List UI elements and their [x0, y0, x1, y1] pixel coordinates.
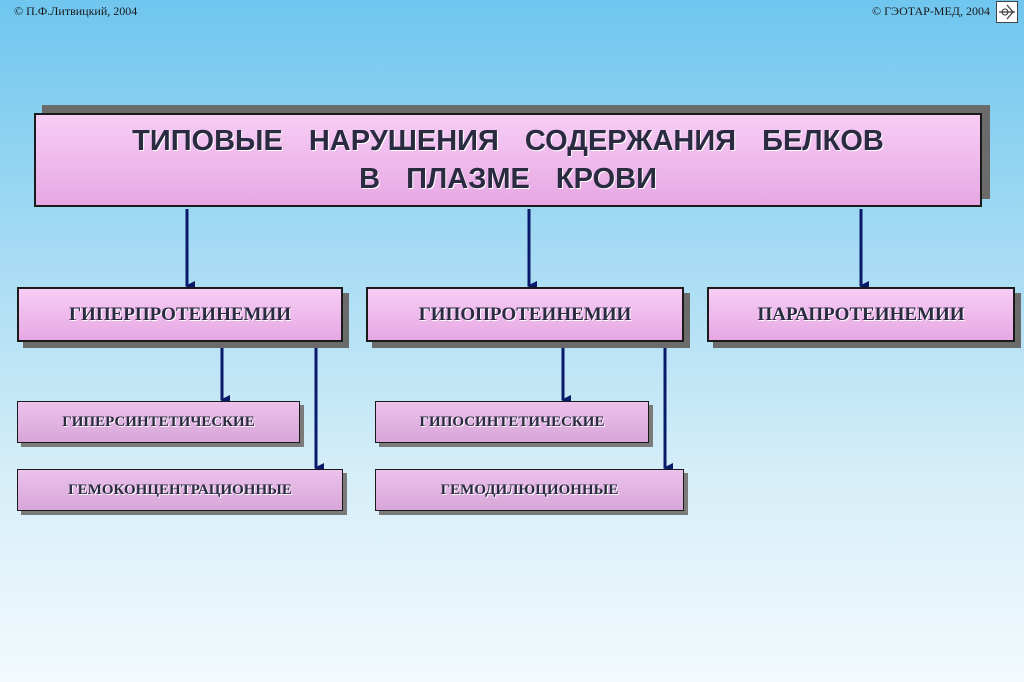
publisher-logo-icon — [996, 1, 1018, 23]
subtype-hemoconcentration: ГЕМОКОНЦЕНТРАЦИОННЫЕ — [17, 469, 343, 511]
copyright-left: © П.Ф.Литвицкий, 2004 — [14, 4, 138, 18]
title-line-1: ТИПОВЫЕ НАРУШЕНИЯ СОДЕРЖАНИЯ БЕЛКОВ — [132, 125, 884, 157]
category-hypoproteinemia: ГИПОПРОТЕИНЕМИИ — [366, 287, 684, 342]
title-line-2: В ПЛАЗМЕ КРОВИ — [359, 163, 657, 195]
subtype-hemodilution: ГЕМОДИЛЮЦИОННЫЕ — [375, 469, 684, 511]
title-box: ТИПОВЫЕ НАРУШЕНИЯ СОДЕРЖАНИЯ БЕЛКОВ В ПЛ… — [34, 113, 982, 207]
category-hyperproteinemia: ГИПЕРПРОТЕИНЕМИИ — [17, 287, 343, 342]
subtype-hypersynthetic: ГИПЕРСИНТЕТИЧЕСКИЕ — [17, 401, 300, 443]
subtype-hyposynthetic: ГИПОСИНТЕТИЧЕСКИЕ — [375, 401, 649, 443]
category-paraproteinemia: ПАРАПРОТЕИНЕМИИ — [707, 287, 1015, 342]
copyright-right: © ГЭОТАР-МЕД, 2004 — [871, 4, 990, 18]
